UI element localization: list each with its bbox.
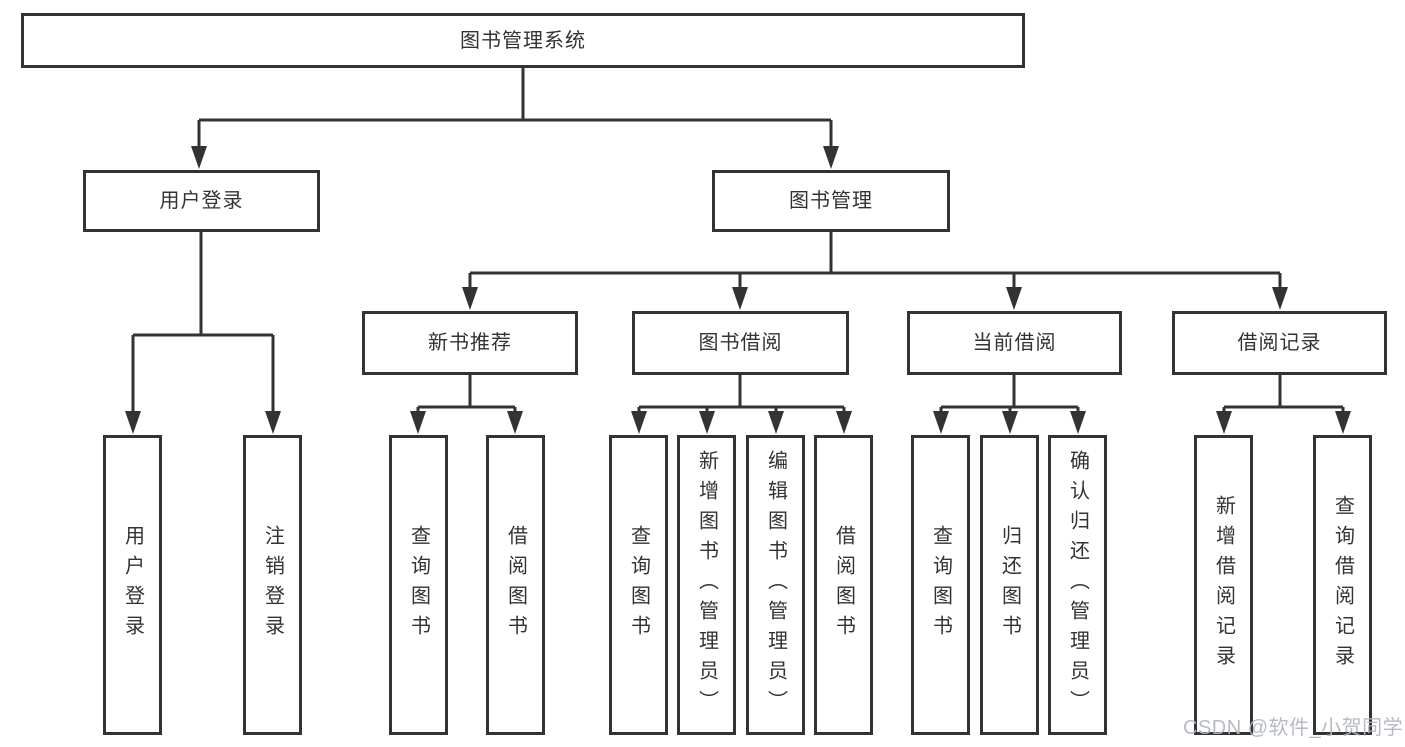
leaf-edit-book-admin: 编辑图书（管理员） (746, 435, 805, 735)
leaf-add-borrow-record: 新增借阅记录 (1194, 435, 1253, 735)
node-current-borrowing: 当前借阅 (907, 311, 1122, 375)
leaf-query-books-borrowing: 查询图书 (609, 435, 668, 735)
leaf-return-books: 归还图书 (980, 435, 1039, 735)
node-borrow-records: 借阅记录 (1172, 311, 1387, 375)
connector-new-book-recommend-to-leaves (416, 375, 517, 414)
node-library-system: 图书管理系统 (21, 13, 1025, 68)
connector-book-management-to-level3 (468, 232, 1282, 290)
connector-book-borrowing-to-leaves (637, 375, 846, 414)
connector-borrow-records-to-leaves (1222, 375, 1345, 414)
leaf-borrow-books: 借阅图书 (814, 435, 873, 735)
leaf-user-login: 用户登录 (103, 435, 162, 735)
node-book-management: 图书管理 (712, 170, 950, 232)
node-user-login: 用户登录 (83, 170, 320, 232)
leaf-query-books-current: 查询图书 (911, 435, 970, 735)
csdn-watermark: CSDN @软件_小贺同学 (1183, 717, 1404, 739)
connector-root-to-level2 (197, 68, 833, 150)
node-new-book-recommend: 新书推荐 (362, 311, 578, 375)
leaf-borrow-books-recommend: 借阅图书 (486, 435, 545, 735)
leaf-add-book-admin: 新增图书（管理员） (677, 435, 736, 735)
node-book-borrowing: 图书借阅 (632, 311, 849, 375)
leaf-confirm-return-admin: 确认归还（管理员） (1048, 435, 1107, 735)
connector-current-borrowing-to-leaves (939, 375, 1080, 414)
leaf-logout: 注销登录 (243, 435, 302, 735)
connector-user-login-to-leaves (131, 232, 275, 414)
leaf-query-borrow-record: 查询借阅记录 (1313, 435, 1372, 735)
leaf-query-books-recommend: 查询图书 (389, 435, 448, 735)
